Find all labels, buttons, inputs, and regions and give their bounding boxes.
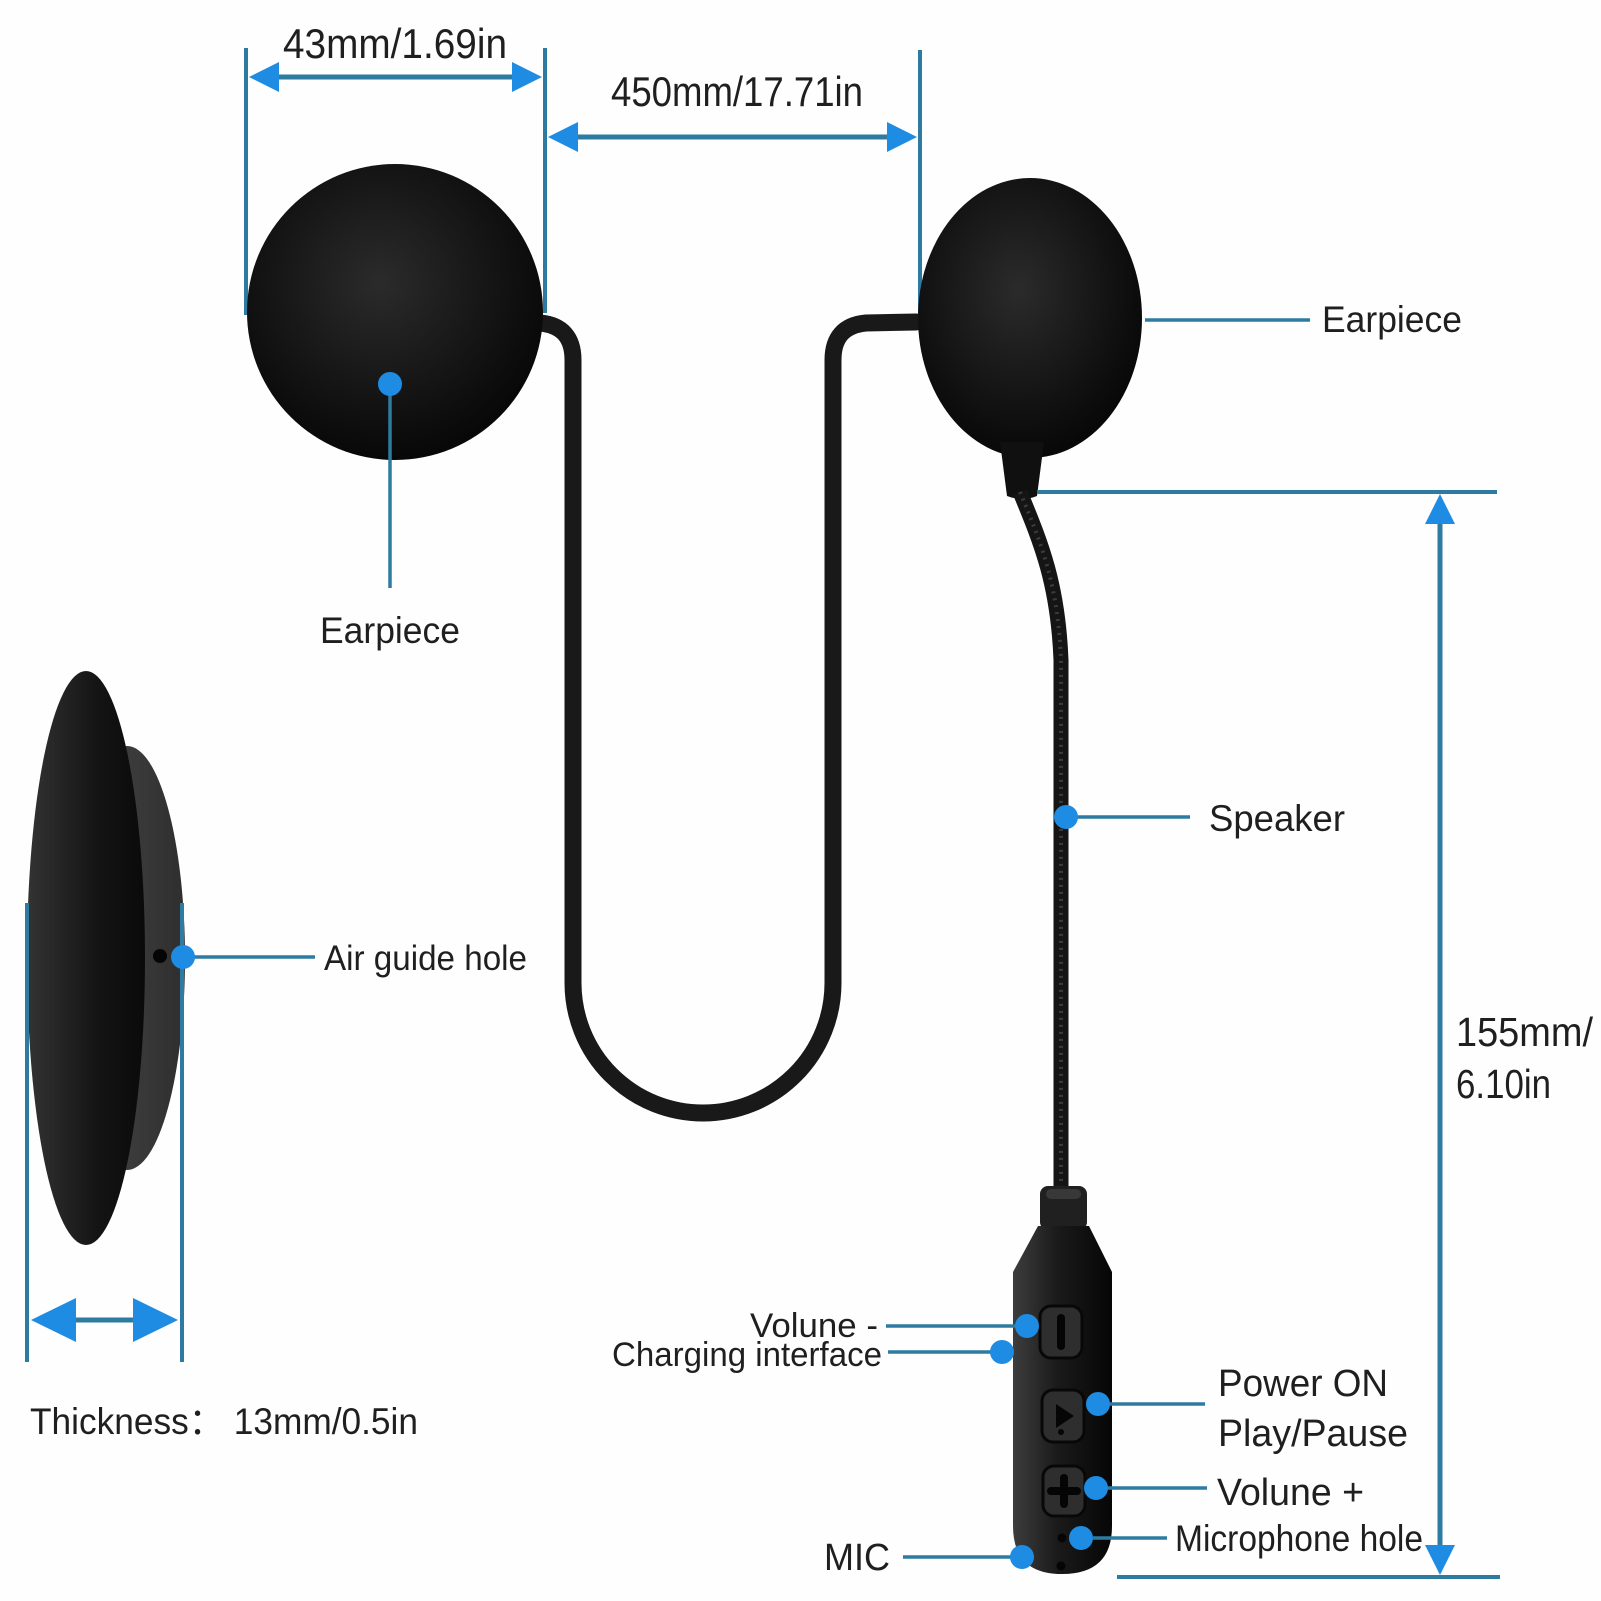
dimension-cable-length: 450mm/17.71in [548,50,922,317]
play-dot-icon [1058,1429,1064,1435]
arrowhead-right-icon [887,122,917,152]
charging-interface-label: Charging interface [612,1336,882,1374]
arrowhead-down-icon [1425,1545,1455,1575]
earpiece-right [918,178,1142,458]
dim-text-450mm: 450mm/17.71in [611,68,863,115]
arrowhead-left-icon [548,122,578,152]
gooseneck-texture [1018,491,1063,1192]
power-on-label: Power ON [1218,1363,1388,1405]
dim-text-155mm-line2: 6.10in [1456,1061,1551,1107]
microphone-hole [1057,1533,1067,1543]
arrowhead-left-icon [31,1298,76,1342]
volume-minus-label: Volune - [750,1307,878,1345]
control-unit-group [1013,1186,1112,1574]
air-guide-hole-label: Air guide hole [324,939,527,978]
control-unit-callouts: Volune - Charging interface Power ON Pla… [612,1307,1423,1579]
unit-cap-highlight [1046,1189,1081,1199]
callout-dot-icon [1069,1526,1093,1550]
callout-dot-icon [1084,1476,1108,1500]
headset-cable [531,313,925,1122]
bottom-hole [1056,1561,1066,1571]
callout-dot-icon [1015,1314,1039,1338]
arrowhead-up-icon [1425,494,1455,524]
volume-plus-label: Volune + [1217,1472,1364,1514]
earpiece-right-group: Earpiece Speaker [918,178,1462,1192]
callout-dot-icon [990,1340,1014,1364]
air-guide-hole [153,949,167,963]
earpiece-stem [1000,442,1044,499]
earpiece-right-label: Earpiece [1322,299,1462,340]
dim-text-155mm-line1: 155mm/ [1456,1009,1594,1055]
callout-dot-icon [1054,805,1078,829]
dimension-boom-height: 155mm/ 6.10in [1037,490,1594,1579]
earpiece-left-label: Earpiece [320,610,460,651]
earpiece-side-front [27,671,145,1245]
speaker-label: Speaker [1209,798,1345,839]
callout-dot-icon [1010,1545,1034,1569]
unit-shoulder [1013,1226,1112,1285]
arrowhead-right-icon [512,62,542,92]
dim-text-43mm: 43mm/1.69in [283,20,507,67]
play-triangle-icon [1056,1404,1074,1428]
thickness-label: Thickness： 13mm/0.5in [30,1401,418,1442]
dimension-earpiece-diameter: 43mm/1.69in [244,20,547,315]
callout-dot-icon [378,372,402,396]
callout-dot-icon [171,945,195,969]
mic-label: MIC [824,1537,890,1579]
microphone-hole-label: Microphone hole [1175,1518,1423,1559]
play-pause-label: Play/Pause [1218,1413,1408,1455]
arrowhead-right-icon [133,1298,178,1342]
callout-dot-icon [1086,1392,1110,1416]
earpiece-side-view-group: Air guide hole Thickness： 13mm/0.5in [25,671,527,1442]
earpiece-left-group: Earpiece [247,164,543,651]
earpiece-left [247,164,543,460]
arrowhead-left-icon [249,62,279,92]
